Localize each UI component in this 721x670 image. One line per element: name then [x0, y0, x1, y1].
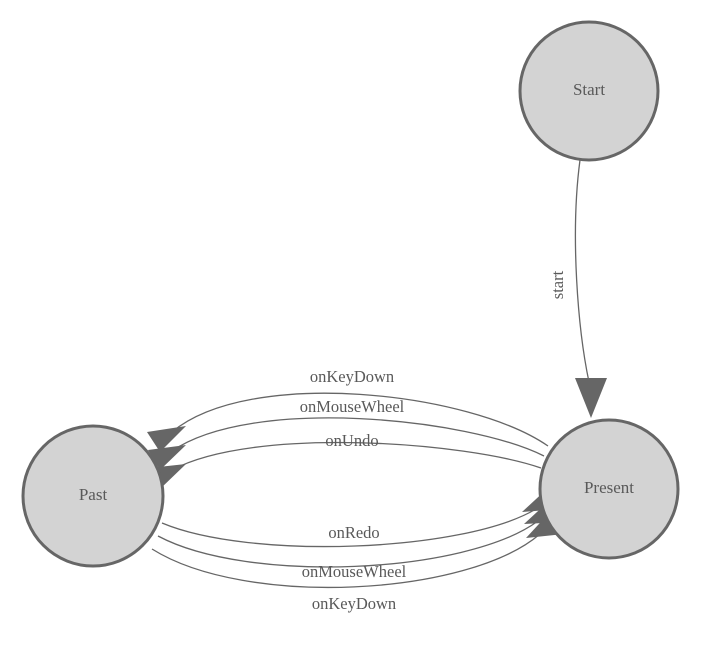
edge-label-past-present-redo: onRedo	[328, 523, 379, 542]
edge-label-past-present-wheel: onMouseWheel	[302, 562, 407, 581]
edge-present-to-past-undo[interactable]: onUndo	[149, 431, 542, 489]
node-past[interactable]: Past	[21, 424, 165, 568]
edge-start-to-present[interactable]: start	[548, 159, 607, 418]
node-present-label: Present	[584, 478, 634, 497]
node-present-circle	[538, 418, 680, 560]
arrowhead-into-past-wheel	[148, 445, 186, 470]
arrowhead-into-past-keydown	[147, 426, 186, 452]
node-past-label: Past	[79, 485, 108, 504]
edge-past-to-present-keydown[interactable]: onKeyDown	[151, 512, 564, 613]
edge-present-to-past-keydown[interactable]: onKeyDown	[147, 367, 549, 452]
node-start-label: Start	[573, 80, 605, 99]
edge-label-present-past-wheel: onMouseWheel	[300, 397, 405, 416]
node-present[interactable]: Present	[538, 418, 680, 560]
node-start-circle	[518, 20, 660, 162]
edge-present-to-past-wheel[interactable]: onMouseWheel	[148, 397, 545, 470]
edge-start-to-present-path	[574, 159, 590, 383]
edge-past-to-present-redo-path	[161, 508, 537, 548]
edge-label-present-past-undo: onUndo	[325, 431, 378, 450]
node-start[interactable]: Start	[518, 20, 660, 162]
arrowhead-into-present-top	[575, 378, 607, 418]
node-past-circle	[21, 424, 165, 568]
edge-present-to-past-keydown-path	[171, 392, 549, 447]
edge-past-to-present-wheel-path	[157, 520, 539, 568]
edge-present-to-past-undo-path	[171, 441, 542, 471]
edge-label-start: start	[548, 270, 567, 299]
edge-past-to-present-keydown-path	[151, 533, 541, 589]
edge-past-to-present-redo[interactable]: onRedo	[161, 488, 560, 548]
edge-label-past-present-keydown: onKeyDown	[312, 594, 396, 613]
edge-label-present-past-keydown: onKeyDown	[310, 367, 394, 386]
edge-present-to-past-wheel-path	[171, 417, 545, 457]
